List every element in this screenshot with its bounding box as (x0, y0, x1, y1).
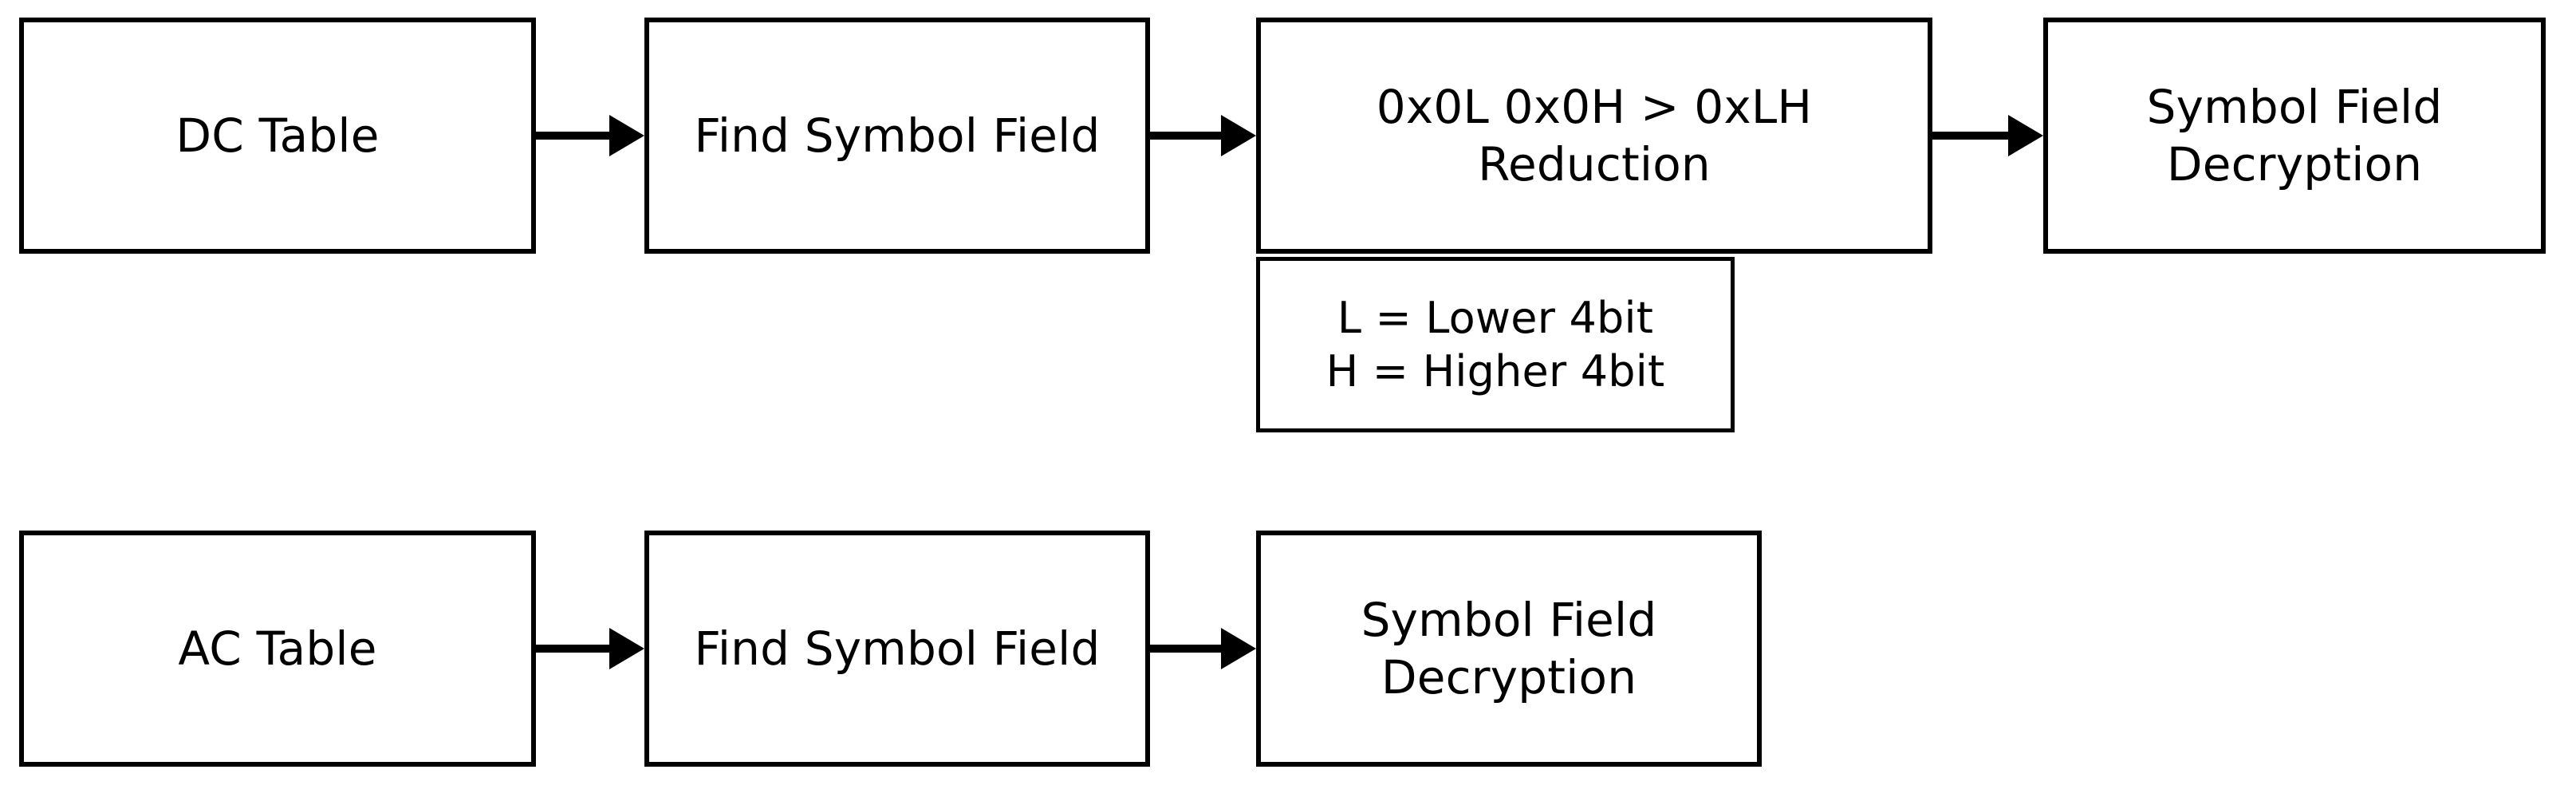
node-dc-table[interactable]: DC Table (19, 18, 536, 254)
node-dc-symbol-field-decryption[interactable]: Symbol Field Decryption (2043, 18, 2546, 254)
arrow-right-icon (609, 628, 644, 669)
arrow-shaft (536, 132, 609, 140)
arrow-right-icon (1221, 115, 1256, 156)
arrow-shaft (1150, 132, 1221, 140)
arrow-right-icon (2008, 115, 2043, 156)
arrow-right-icon (1221, 628, 1256, 669)
arrow-shaft (536, 645, 609, 653)
node-dc-find-symbol-field[interactable]: Find Symbol Field (644, 18, 1150, 254)
note-bit-legend: L = Lower 4bit H = Higher 4bit (1256, 257, 1735, 432)
arrow-shaft (1150, 645, 1221, 653)
node-ac-symbol-field-decryption[interactable]: Symbol Field Decryption (1256, 531, 1762, 767)
node-reduction[interactable]: 0x0L 0x0H > 0xLH Reduction (1256, 18, 1932, 254)
node-ac-table[interactable]: AC Table (19, 531, 536, 767)
arrow-shaft (1932, 132, 2008, 140)
node-ac-find-symbol-field[interactable]: Find Symbol Field (644, 531, 1150, 767)
arrow-right-icon (609, 115, 644, 156)
